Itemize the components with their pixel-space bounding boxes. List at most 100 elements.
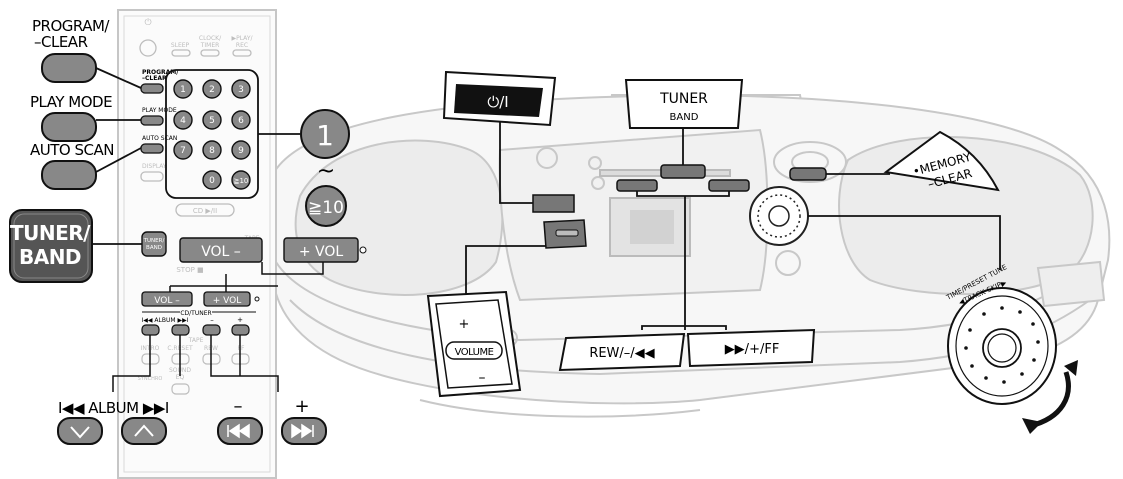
remote-band: BAND: [146, 245, 162, 251]
key-7[interactable]: [173, 140, 193, 160]
remote-small-vol-plus: + VOL: [213, 296, 242, 306]
unit-memory-clear-key[interactable]: [789, 167, 827, 181]
remote-tape-small: TAPE: [188, 337, 204, 344]
callout-play-mode: PLAY MODE: [30, 93, 112, 111]
remote-play-mode: PLAY MODE: [142, 107, 177, 114]
callout-album-up-button[interactable]: [121, 417, 167, 445]
key-4[interactable]: [173, 110, 193, 130]
remote-play: ▶PLAY/: [231, 35, 253, 42]
remote-program: PROGRAM/: [142, 69, 179, 76]
callout-band: BAND: [19, 245, 81, 269]
callout-auto-scan-button[interactable]: [41, 160, 97, 190]
remote-album-up-button[interactable]: [171, 324, 190, 336]
remote-auto-scan: AUTO SCAN: [142, 135, 177, 142]
unit-power-key[interactable]: [532, 194, 575, 213]
callout-album-down-button[interactable]: [57, 417, 103, 445]
remote-sleep: SLEEP: [171, 42, 190, 49]
callout-auto-scan: AUTO SCAN: [30, 141, 114, 159]
remote-vol-plus-button[interactable]: [283, 237, 359, 263]
remote-clock-timer-button[interactable]: [200, 49, 220, 57]
remote-left-column: PROGRAM/ –CLEAR PLAY MODE AUTO SCAN DISP…: [140, 69, 179, 182]
remote-vol-minus-button[interactable]: [179, 237, 263, 263]
remote-display-button[interactable]: [140, 171, 164, 182]
key-8[interactable]: [202, 140, 222, 160]
remote-album-down-button[interactable]: [141, 324, 160, 336]
remote-ff: FF: [238, 345, 245, 352]
remote-rec: REC: [236, 42, 248, 49]
remote-small-vol-plus-button[interactable]: [203, 291, 251, 307]
key-6-label: 6: [238, 116, 244, 126]
rew-ff-callout: REW/–/◀◀ ▶▶/+/FF: [558, 328, 816, 372]
unit-ff-key[interactable]: [708, 179, 750, 192]
bottom-callouts: I◀◀ ALBUM ▶▶I – +: [57, 396, 327, 445]
remote-power-button[interactable]: [139, 39, 157, 57]
remote-skip-back-button[interactable]: [202, 324, 221, 336]
key-10plus[interactable]: [231, 170, 251, 190]
remote-stop: STOP ■: [176, 266, 203, 274]
remote-top-row: ⏻ SLEEP CLOCK/ TIMER ▶PLAY/ REC: [139, 17, 253, 57]
remote-program-clear-button[interactable]: [140, 83, 164, 94]
rotate-arrow-left: [1022, 418, 1042, 434]
callout-program-clear-button[interactable]: [41, 53, 97, 83]
remote-sound-eq-button[interactable]: [171, 383, 190, 395]
remote-auto-scan-button[interactable]: [140, 143, 164, 154]
remote-clock: CLOCK/: [199, 35, 222, 42]
rotate-arrow-up: [1064, 360, 1078, 376]
key-0[interactable]: [202, 170, 222, 190]
volume-callout: + VOLUME –: [426, 290, 522, 398]
chevron-down-icon: [70, 426, 90, 439]
remote-synchro: SYNCHRO: [138, 376, 163, 382]
remote-keypad: 1 2 3 4 5 6 7 8 9 0 ≧10: [165, 69, 259, 199]
remote-middle: CD ▶/II TAPE TUNER/ BAND STOP ■ VOL – + …: [112, 203, 367, 395]
remote-vol-plus: + VOL: [299, 244, 344, 260]
key-2[interactable]: [202, 79, 222, 99]
key-9-label: 9: [238, 146, 244, 156]
step-one-label: 1: [316, 119, 334, 152]
key-0-label: 0: [209, 176, 215, 186]
remote-cd-play-button[interactable]: [175, 203, 235, 217]
skip-back-icon: [227, 423, 250, 439]
callout-tuner-band-button[interactable]: [9, 209, 93, 283]
remote-tuner-band-button[interactable]: [141, 231, 167, 257]
volume-button[interactable]: [445, 341, 503, 360]
remote-skip-fwd-button[interactable]: [231, 324, 250, 336]
callout-album: I◀◀ ALBUM ▶▶I: [58, 399, 169, 417]
remote-play-mode-button[interactable]: [140, 115, 164, 126]
remote-timer: TIMER: [200, 42, 220, 49]
step-ge-ten-badge: [305, 185, 347, 227]
remote-minus-small: –: [210, 316, 214, 324]
remote-display: DISPLAY: [142, 163, 167, 170]
callout-minus: –: [234, 396, 243, 417]
key-1[interactable]: [173, 79, 193, 99]
unit-leader-lines: [465, 118, 1001, 330]
remote-power-symbol: ⏻: [144, 17, 151, 28]
unit-tuner-band-key[interactable]: [660, 164, 706, 179]
remote-tuner: TUNER/: [143, 238, 165, 244]
chevron-up-icon: [134, 424, 154, 437]
dial-dots: [964, 306, 1040, 384]
callout-tuner: TUNER/: [10, 221, 91, 245]
unit-rew-key[interactable]: [616, 179, 658, 192]
key-3[interactable]: [231, 79, 251, 99]
key-9[interactable]: [231, 140, 251, 160]
band-label: BAND: [670, 112, 699, 123]
remote-vol-minus: VOL –: [201, 244, 241, 260]
remote-small-vol-minus-button[interactable]: [141, 291, 193, 307]
large-jog-dial: TIME/PRESET TUNE ◀TRACK SKIP▶: [944, 263, 1078, 434]
callout-clear: –CLEAR: [34, 33, 88, 51]
remote-cd-play: CD ▶/II: [193, 207, 217, 215]
volume-plus: +: [459, 317, 470, 332]
callout-plus: +: [294, 396, 309, 417]
power-callout: ⏻/I: [442, 70, 557, 127]
step-ge-ten-label: ≧10: [308, 198, 344, 218]
unit-jog-dial[interactable]: [749, 186, 809, 246]
remote-play-rec-button[interactable]: [232, 49, 252, 57]
key-6[interactable]: [231, 110, 251, 130]
callout-play-mode-button[interactable]: [41, 112, 97, 142]
left-callouts: PROGRAM/ –CLEAR PLAY MODE AUTO SCAN TUNE…: [9, 17, 142, 283]
remote-eq: EQ: [176, 374, 185, 381]
key-7-label: 7: [180, 146, 186, 156]
key-5[interactable]: [202, 110, 222, 130]
remote-sleep-button[interactable]: [171, 49, 191, 57]
